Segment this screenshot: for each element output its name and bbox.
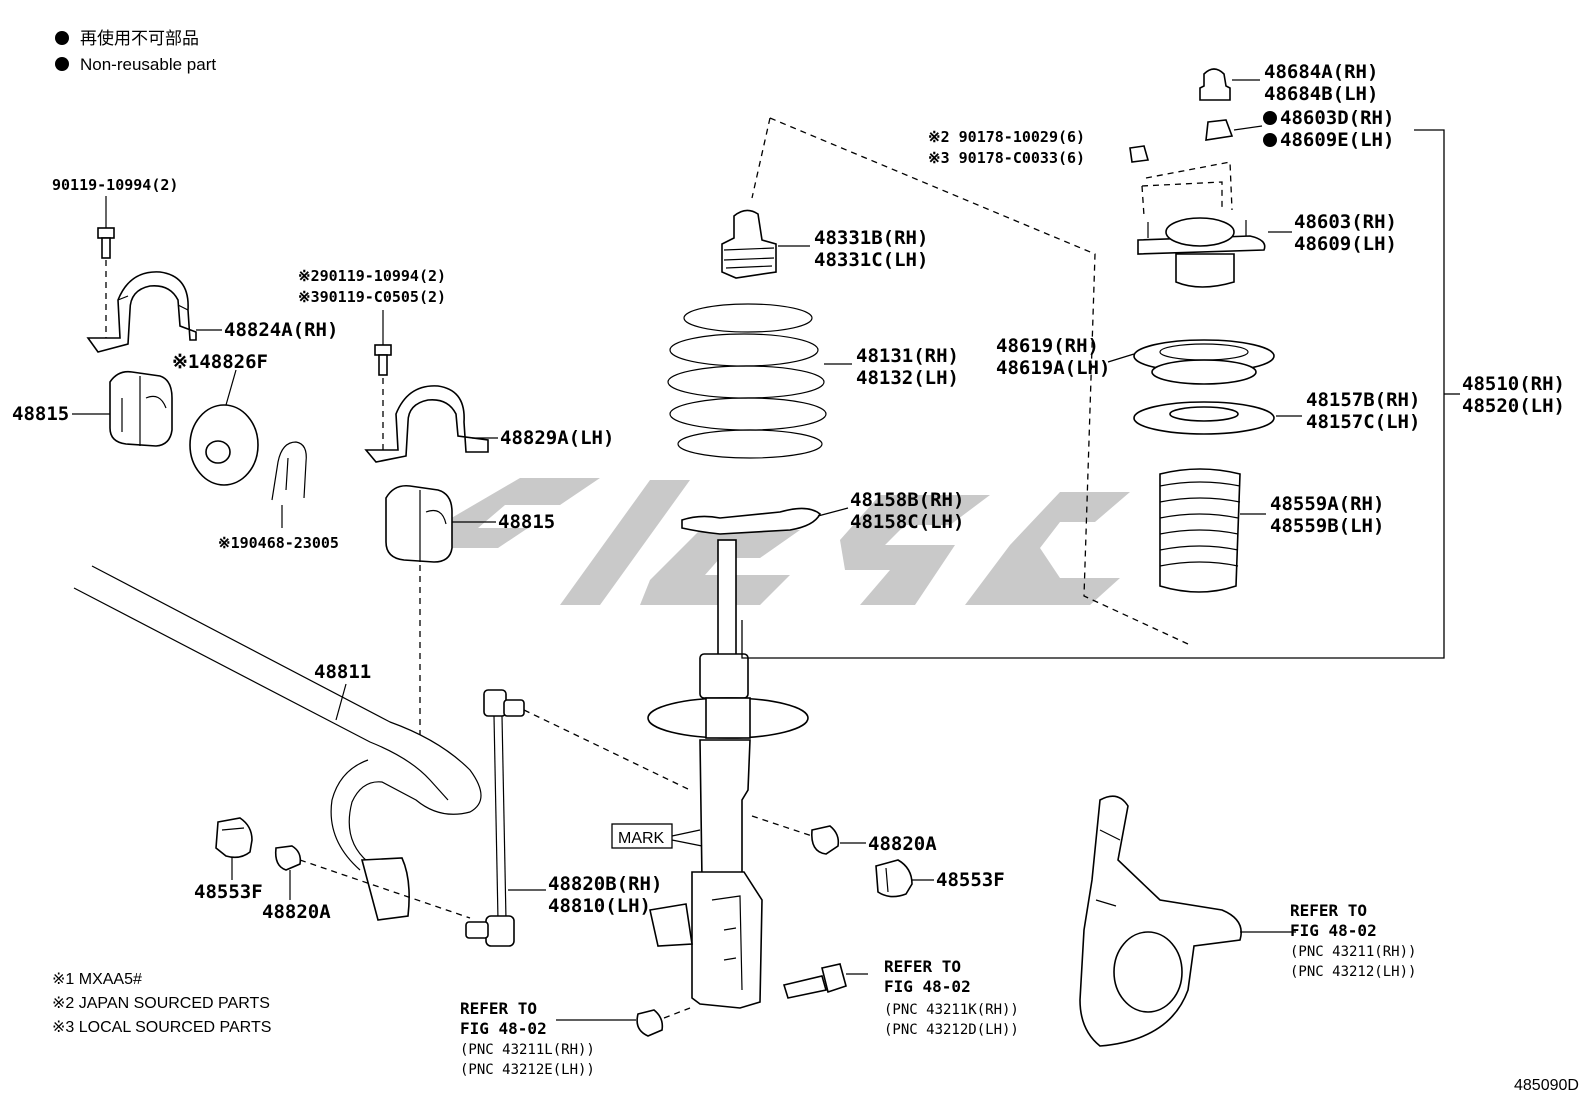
label-bolt-lh-local: ※390119-C0505(2) — [298, 288, 446, 306]
stabilizer-link-icon — [465, 689, 525, 947]
label-assembly-lh: 48520(LH) — [1462, 395, 1565, 417]
label-nut-left-bottom: 48553F — [194, 881, 263, 903]
reference-text: REFER TO — [884, 957, 961, 976]
reference-right: REFER TO FIG 48-02 (PNC 43211(RH)) (PNC … — [1290, 901, 1416, 980]
mark-callout: MARK — [611, 823, 703, 849]
label-cap-lh: 48684B(LH) — [1264, 83, 1378, 105]
label-insulator-upper-rh: 48157B(RH) — [1306, 389, 1420, 411]
stabilizer-bracket-lh-group — [364, 310, 498, 463]
non-reusable-bullet-icon — [1263, 111, 1277, 125]
mark-label: MARK — [618, 830, 665, 847]
label-bracket-rh: 48824A(RH) — [224, 319, 338, 341]
label-insulator-lower-lh: 48158C(LH) — [850, 511, 964, 533]
label-link-rh: 48820B(RH) — [548, 873, 662, 895]
clip-icon — [271, 441, 307, 501]
bracket-rh-icon — [86, 271, 197, 353]
nut-small-right-icon — [810, 825, 840, 855]
label-mount-rh: 48603(RH) — [1294, 211, 1397, 233]
label-mount-nut-local: ※3 90178-C0033(6) — [928, 149, 1085, 167]
non-reusable-bullet-icon — [55, 57, 69, 71]
label-spring-rh: 48131(RH) — [856, 345, 959, 367]
upper-spring-seat-icon — [1133, 339, 1275, 385]
coil-spring-icon — [667, 303, 827, 459]
reference-text: REFER TO — [460, 999, 537, 1018]
upper-mount-icon — [1137, 217, 1266, 288]
bracket-lh-icon — [364, 385, 489, 463]
reference-fig: FIG 48-02 — [884, 977, 971, 996]
footnotes: ※1 MXAA5# ※2 JAPAN SOURCED PARTS ※3 LOCA… — [52, 971, 271, 1036]
label-bushing-left: 48815 — [12, 403, 69, 425]
label-retainer: ※148826F — [172, 351, 268, 373]
retainer-icon — [189, 404, 259, 486]
label-assembly-rh: 48510(RH) — [1462, 373, 1565, 395]
reference-text: REFER TO — [1290, 901, 1367, 920]
label-boot-lh: 48559B(LH) — [1270, 515, 1384, 537]
label-seat-upper-rh: 48619(RH) — [996, 335, 1099, 357]
bolt-center-icon — [782, 963, 847, 999]
nut-left-icon — [215, 817, 253, 859]
label-seat-upper-lh: 48619A(LH) — [996, 357, 1110, 379]
lower-insulator-icon — [681, 507, 821, 535]
reference-pnc-rh: (PNC 43211L(RH)) — [460, 1042, 595, 1058]
stabilizer-bracket-rh-group — [86, 196, 222, 353]
reference-pnc-lh: (PNC 43212E(LH)) — [460, 1062, 595, 1078]
label-nut-right-small: 48820A — [868, 833, 937, 855]
reference-pnc-lh: (PNC 43212D(LH)) — [884, 1022, 1019, 1038]
cap-icon — [1199, 68, 1231, 101]
bolt-icon — [374, 344, 392, 376]
legend-english: Non-reusable part — [80, 55, 216, 74]
label-bracket-lh: 48829A(LH) — [500, 427, 614, 449]
bolt-icon — [97, 227, 115, 259]
label-mount-nut-japan: ※2 90178-10029(6) — [928, 128, 1085, 146]
reference-pnc-rh: (PNC 43211K(RH)) — [884, 1002, 1019, 1018]
label-bolt-stab-bracket-rh: 90119-10994(2) — [52, 176, 178, 194]
label-boot-rh: 48559A(RH) — [1270, 493, 1384, 515]
non-reusable-bullet-icon — [1263, 133, 1277, 147]
label-mount-lh: 48609(LH) — [1294, 233, 1397, 255]
strut-icon — [647, 539, 809, 1009]
boot-icon — [1159, 468, 1241, 593]
nut-bottom-icon — [636, 1009, 664, 1037]
label-nut-top-lh: 48609E(LH) — [1280, 129, 1394, 151]
reference-fig: FIG 48-02 — [460, 1019, 547, 1038]
figure-code: 485090D — [1514, 1077, 1579, 1094]
reference-fig: FIG 48-02 — [1290, 921, 1377, 940]
steering-knuckle-icon — [1079, 795, 1242, 1047]
label-bump-rh: 48331B(RH) — [814, 227, 928, 249]
watermark-logo — [432, 478, 1130, 605]
reference-pnc-rh: (PNC 43211(RH)) — [1290, 944, 1416, 960]
mount-nut-icon — [1129, 145, 1150, 163]
legend-japanese: 再使用不可部品 — [80, 28, 199, 48]
reference-bottom-left: REFER TO FIG 48-02 (PNC 43211L(RH)) (PNC… — [460, 999, 595, 1078]
label-link-lh: 48810(LH) — [548, 895, 651, 917]
label-cap-rh: 48684A(RH) — [1264, 61, 1378, 83]
reference-pnc-lh: (PNC 43212(LH)) — [1290, 964, 1416, 980]
non-reusable-bullet-icon — [55, 31, 69, 45]
label-nut-right-bottom: 48553F — [936, 869, 1005, 891]
upper-insulator-icon — [1133, 401, 1275, 435]
footnote-3: ※3 LOCAL SOURCED PARTS — [52, 1019, 271, 1036]
nut-right-icon — [875, 859, 913, 898]
label-bushing-right: 48815 — [498, 511, 555, 533]
label-spring-lh: 48132(LH) — [856, 367, 959, 389]
label-nut-left-small: 48820A — [262, 901, 331, 923]
footnote-1: ※1 MXAA5# — [52, 971, 142, 988]
label-nut-top-rh: 48603D(RH) — [1280, 107, 1394, 129]
top-nut-icon — [1205, 119, 1234, 141]
bump-stopper-icon — [721, 209, 777, 279]
bushing-left-icon — [109, 370, 173, 447]
label-stabilizer-bar: 48811 — [314, 661, 371, 683]
label-bolt-lh-japan: ※290119-10994(2) — [298, 267, 446, 285]
label-insulator-upper-lh: 48157C(LH) — [1306, 411, 1420, 433]
stabilizer-bar-icon — [73, 565, 482, 921]
legend: 再使用不可部品 Non-reusable part — [55, 28, 216, 74]
label-insulator-lower-rh: 48158B(RH) — [850, 489, 964, 511]
label-bump-lh: 48331C(LH) — [814, 249, 928, 271]
footnote-2: ※2 JAPAN SOURCED PARTS — [52, 995, 270, 1012]
bushing-right-icon — [385, 484, 453, 563]
label-clip: ※190468-23005 — [218, 534, 339, 552]
nut-small-left-icon — [274, 845, 302, 871]
reference-bottom-center: REFER TO FIG 48-02 (PNC 43211K(RH)) (PNC… — [884, 957, 1019, 1038]
